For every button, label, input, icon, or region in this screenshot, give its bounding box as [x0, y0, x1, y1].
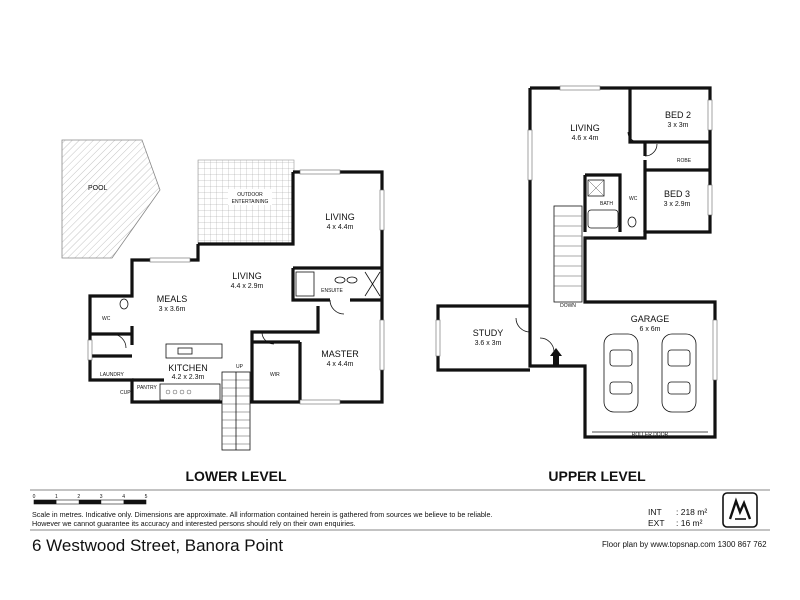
car-left [603, 333, 639, 413]
topsnap-logo-icon [722, 492, 758, 528]
living-lower-name: LIVING [325, 212, 355, 222]
garage-name: GARAGE [631, 314, 670, 324]
laundry-label: LAUNDRY [100, 372, 124, 378]
living-main-dims: 4.4 x 2.9m [231, 283, 264, 290]
car-right [661, 333, 697, 413]
wir-label: WIR [270, 372, 280, 378]
lower-level-title: LOWER LEVEL [185, 468, 287, 484]
scale-tick-label: 5 [145, 494, 148, 500]
scale-tick-label: 4 [122, 494, 125, 500]
study-dims: 3.6 x 3m [475, 340, 502, 347]
living-upper-name: LIVING [570, 123, 600, 133]
meals-name: MEALS [157, 294, 188, 304]
kitchen-bench [159, 383, 221, 401]
scale-tick-label: 0 [33, 494, 36, 500]
living-lower-dims: 4 x 4.4m [327, 224, 354, 231]
upper-level-title: UPPER LEVEL [548, 468, 646, 484]
entry-arrow [550, 348, 562, 366]
outdoor-label-1: OUTDOOR [237, 192, 263, 198]
ext-area-label: EXT [648, 518, 665, 528]
wc-lower-label: WC [102, 316, 111, 322]
int-area-value: : 218 m² [676, 507, 708, 517]
master-dims: 4 x 4.4m [327, 361, 354, 368]
master-name: MASTER [321, 349, 359, 359]
scale-tick-label: 1 [55, 494, 58, 500]
down-label: DOWN [560, 303, 576, 309]
outdoor-label-2: ENTERTAINING [232, 199, 269, 205]
scale-tick-label: 3 [100, 494, 103, 500]
wc-upper-label: WC [629, 196, 638, 202]
living-main-name: LIVING [232, 271, 262, 281]
robe-label: ROBE [677, 158, 692, 164]
bed2-name: BED 2 [665, 110, 691, 120]
pantry-label: PANTRY [137, 385, 157, 391]
floorplan-credit: Floor plan by www.topsnap.com 1300 867 7… [602, 540, 767, 549]
roller-door-label: ROLLER DOOR [632, 432, 669, 438]
lower-interior-walls [90, 266, 382, 402]
kitchen-island [165, 343, 223, 359]
study-walls [436, 304, 530, 372]
scale-tick-label: 2 [77, 494, 80, 500]
lower-stair [221, 371, 251, 451]
ext-area-value: : 16 m² [676, 518, 703, 528]
bath-label: BATH [600, 201, 613, 207]
disclaimer-text: Scale in metres. Indicative only. Dimens… [32, 510, 493, 528]
study-name: STUDY [473, 328, 504, 338]
up-label: UP [236, 364, 244, 370]
kitchen-name: KITCHEN [168, 363, 208, 373]
upper-outer-wall [528, 86, 717, 439]
int-area-label: INT [648, 507, 662, 517]
bed3-name: BED 3 [664, 189, 690, 199]
scale-bar: 0 1 2 3 4 5 [33, 494, 148, 505]
living-upper-dims: 4.6 x 4m [572, 135, 599, 142]
bed2-dims: 3 x 3m [667, 122, 688, 129]
upper-stair [553, 205, 583, 303]
ensuite-label: ENSUITE [321, 288, 343, 294]
garage-dims: 6 x 6m [639, 326, 660, 333]
cup-label: CUP [120, 390, 131, 396]
pool [61, 139, 161, 259]
bed3-dims: 3 x 2.9m [664, 201, 691, 208]
lower-level [61, 139, 385, 451]
meals-dims: 3 x 3.6m [159, 306, 186, 313]
kitchen-dims: 4.2 x 2.3m [172, 374, 205, 381]
property-address: 6 Westwood Street, Banora Point [32, 536, 284, 555]
upper-level [435, 85, 718, 439]
pool-label: POOL [88, 185, 108, 192]
